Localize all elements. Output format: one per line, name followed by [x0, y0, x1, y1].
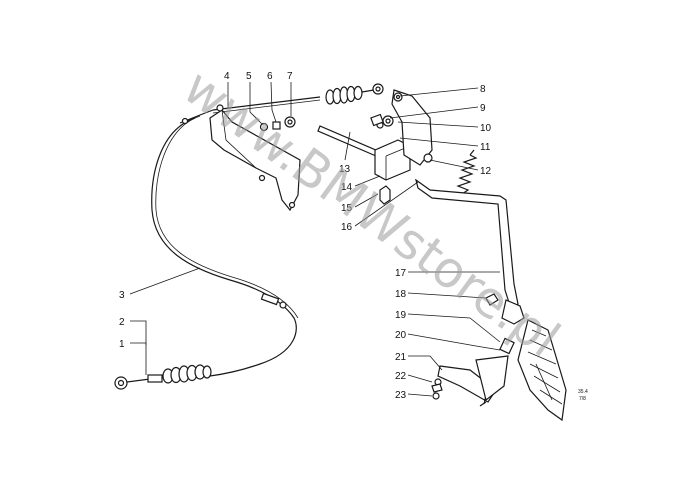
- callout-8: 8: [480, 84, 486, 95]
- callout-1: 1: [119, 339, 125, 350]
- callout-3: 3: [119, 290, 125, 301]
- accelerator-cable: [151, 109, 299, 377]
- top-cable-bellows: [212, 83, 384, 114]
- callout-labels: 1 2 3 4 5 6 7 8 9 10 11 12 13 14 15 16 1…: [119, 71, 492, 401]
- lower-linkage: [431, 293, 515, 407]
- pivot-block: [374, 121, 411, 205]
- callout-6: 6: [267, 71, 273, 82]
- callout-7: 7: [287, 71, 293, 82]
- callout-18: 18: [395, 289, 407, 300]
- drawing-code: 35.4 7/8: [578, 389, 588, 402]
- callout-11: 11: [480, 142, 491, 153]
- callout-9: 9: [480, 103, 486, 114]
- callout-13: 13: [339, 164, 351, 175]
- pedal-shaft: [415, 178, 525, 325]
- callout-10: 10: [480, 123, 492, 134]
- cable-end-bellows: [114, 364, 212, 390]
- callout-2: 2: [119, 317, 125, 328]
- clip-nut-washer: [259, 116, 296, 132]
- return-spring: [456, 149, 478, 195]
- callout-16: 16: [341, 222, 353, 233]
- callout-4: 4: [224, 71, 230, 82]
- leader-lines: [129, 81, 501, 397]
- bracket-plate: [209, 104, 301, 212]
- callout-15: 15: [341, 203, 353, 214]
- callout-20: 20: [395, 330, 407, 341]
- callout-5: 5: [246, 71, 252, 82]
- watermark-text: www.BMWstore.pl: [173, 58, 570, 369]
- callout-22: 22: [395, 371, 407, 382]
- throttle-lever: [370, 89, 433, 166]
- callout-17: 17: [395, 268, 407, 279]
- drawing-code-line-1: 35.4: [578, 389, 588, 395]
- callout-19: 19: [395, 310, 407, 321]
- drawing-code-line-2: 7/8: [579, 396, 586, 402]
- callout-23: 23: [395, 390, 407, 401]
- callout-21: 21: [395, 352, 407, 363]
- callout-14: 14: [341, 182, 353, 193]
- accelerator-pedal: [517, 319, 567, 422]
- callout-12: 12: [480, 166, 492, 177]
